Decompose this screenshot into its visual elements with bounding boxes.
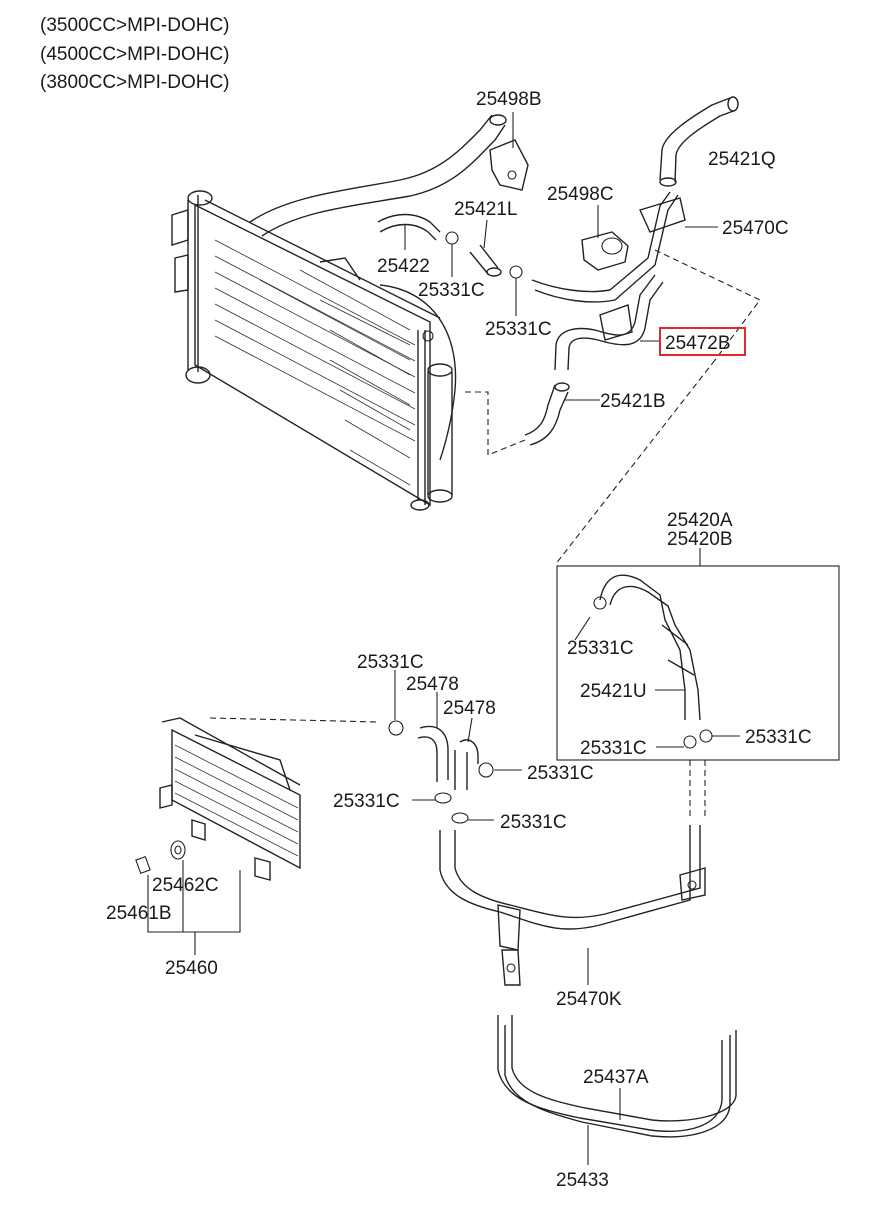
label-25433[interactable]: 25433 (556, 1170, 609, 1191)
label-25331C-d[interactable]: 25331C (580, 738, 647, 759)
engine-variant-2: (4500CC>MPI-DOHC) (40, 44, 230, 65)
label-25331C-a[interactable]: 25331C (418, 280, 485, 301)
label-25331C-f[interactable]: 25331C (357, 652, 424, 673)
part-25437A-25433-pipes (497, 1015, 737, 1165)
part-25421L-hose (469, 219, 502, 277)
guide-line-2 (465, 391, 526, 456)
clamp-25331C-top (445, 231, 523, 316)
label-25498C[interactable]: 25498C (547, 184, 614, 205)
label-25498B[interactable]: 25498B (476, 89, 542, 110)
label-25331C-c[interactable]: 25331C (567, 638, 634, 659)
part-25498B-bracket (489, 112, 529, 191)
label-25460[interactable]: 25460 (165, 958, 218, 979)
label-25421Q[interactable]: 25421Q (708, 149, 776, 170)
label-25470K[interactable]: 25470K (556, 989, 622, 1010)
part-25472B-pipe (554, 274, 664, 371)
engine-variant-1: (3500CC>MPI-DOHC) (40, 15, 230, 36)
part-25498C-bracket (581, 205, 629, 271)
label-25420B[interactable]: 25420B (667, 529, 733, 550)
label-25470C[interactable]: 25470C (722, 218, 789, 239)
engine-variant-3: (3800CC>MPI-DOHC) (40, 72, 230, 93)
label-25478-b[interactable]: 25478 (443, 698, 496, 719)
part-25460-oil-cooler (135, 717, 381, 955)
label-25421L[interactable]: 25421L (454, 199, 517, 220)
label-25331C-i[interactable]: 25331C (500, 812, 567, 833)
label-25437A[interactable]: 25437A (583, 1067, 649, 1088)
label-25421U[interactable]: 25421U (580, 681, 647, 702)
label-25420A[interactable]: 25420A (667, 510, 733, 531)
radiator-assembly (171, 114, 507, 511)
part-25478-hoses (388, 670, 522, 824)
guide-line-3 (554, 359, 716, 566)
label-25331C-g[interactable]: 25331C (527, 763, 594, 784)
part-25422-hose (377, 213, 441, 250)
engine-variants: (3500CC>MPI-DOHC) (4500CC>MPI-DOHC) (380… (40, 15, 230, 93)
part-25421Q-hose (659, 96, 739, 187)
part-25470K-pipe (439, 825, 706, 986)
label-25331C-b[interactable]: 25331C (485, 319, 552, 340)
part-25421B-hose (524, 382, 600, 446)
label-25421B[interactable]: 25421B (600, 391, 666, 412)
label-25331C-e[interactable]: 25331C (745, 727, 812, 748)
part-labels: 25498B 25421Q 25498C 25421L 25470C 25422… (106, 89, 812, 1191)
label-25462C[interactable]: 25462C (152, 875, 219, 896)
part-25420-assembly-box (556, 548, 840, 820)
label-25331C-h[interactable]: 25331C (333, 791, 400, 812)
label-25472B[interactable]: 25472B (665, 333, 731, 354)
label-25422[interactable]: 25422 (377, 256, 430, 277)
part-25470C-pipe (531, 191, 718, 303)
highlight-box (659, 327, 746, 356)
label-25461B[interactable]: 25461B (106, 903, 172, 924)
label-25478-a[interactable]: 25478 (406, 674, 459, 695)
